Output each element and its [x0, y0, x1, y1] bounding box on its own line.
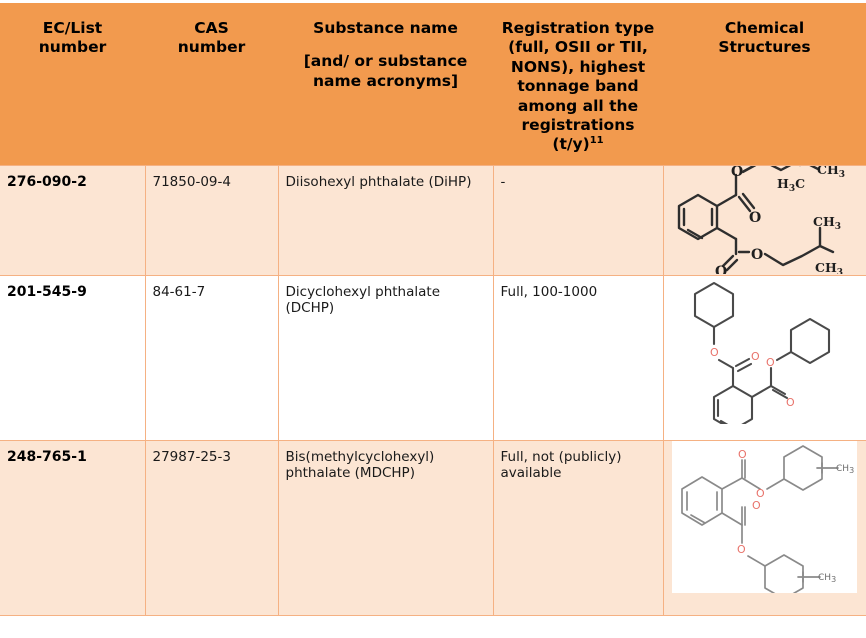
cell-chemical-structure: O O CH3 H3C — [663, 165, 866, 275]
header-footnote-marker: 11 — [590, 135, 604, 146]
cell-registration-type: Full, 100-1000 — [493, 275, 663, 440]
substance-table: EC/List number CAS number Substance name… — [0, 3, 866, 616]
svg-text:O: O — [751, 350, 760, 363]
cell-ec-number: 248-765-1 — [0, 440, 145, 615]
cell-chemical-structure: O O — [663, 275, 866, 440]
column-header-registration-type: Registration type (full, OSII or TII, NO… — [493, 3, 663, 165]
cell-registration-type: Full, not (publicly) available — [493, 440, 663, 615]
svg-text:O: O — [710, 346, 719, 359]
diisohexyl-phthalate-structure: O O CH3 H3C — [664, 166, 866, 275]
svg-text:CH3: CH3 — [815, 260, 843, 274]
header-row: EC/List number CAS number Substance name… — [0, 3, 866, 165]
svg-text:O: O — [749, 210, 761, 226]
svg-text:O: O — [738, 448, 747, 461]
table-row: 276-090-2 71850-09-4 Diisohexyl phthalat… — [0, 165, 866, 275]
svg-text:CH3: CH3 — [817, 166, 845, 180]
cell-ec-number: 276-090-2 — [0, 165, 145, 275]
svg-text:O: O — [737, 543, 746, 556]
cell-chemical-structure: O O CH3 — [663, 440, 866, 615]
column-header-chemical-structures: Chemical Structures — [663, 3, 866, 165]
cell-cas-number: 84-61-7 — [145, 275, 278, 440]
svg-text:O: O — [731, 166, 743, 180]
header-line-2: number — [178, 38, 245, 56]
column-header-ec-list-number: EC/List number — [0, 3, 145, 165]
cell-substance-name: Dicyclohexyl phthalate (DCHP) — [278, 275, 493, 440]
cell-registration-type: - — [493, 165, 663, 275]
svg-text:H3C: H3C — [777, 176, 805, 194]
column-header-cas-number: CAS number — [145, 3, 278, 165]
header-line-2: number — [39, 38, 106, 56]
column-header-substance-name: Substance name [and/ or substance name a… — [278, 3, 493, 165]
header-line-1: Chemical — [725, 19, 804, 37]
svg-text:O: O — [752, 499, 761, 512]
cell-ec-number: 201-545-9 — [0, 275, 145, 440]
table-row: 201-545-9 84-61-7 Dicyclohexyl phthalate… — [0, 275, 866, 440]
header-line-2: Structures — [718, 38, 810, 56]
cell-substance-name: Diisohexyl phthalate (DiHP) — [278, 165, 493, 275]
header-line-1: Substance name — [313, 19, 458, 37]
header-line-1: CAS — [194, 19, 229, 37]
svg-text:CH3: CH3 — [813, 214, 841, 232]
svg-text:O: O — [715, 264, 727, 274]
table-body: 276-090-2 71850-09-4 Diisohexyl phthalat… — [0, 165, 866, 615]
cell-cas-number: 71850-09-4 — [145, 165, 278, 275]
svg-text:CH3: CH3 — [836, 464, 854, 475]
bis-methylcyclohexyl-phthalate-structure: O O CH3 — [664, 441, 866, 615]
svg-text:O: O — [786, 396, 795, 409]
cell-substance-name: Bis(methylcyclohexyl) phthalate (MDCHP) — [278, 440, 493, 615]
header-line-1: EC/List — [43, 19, 102, 37]
dicyclohexyl-phthalate-structure: O O — [664, 276, 866, 440]
header-line-2: [and/ or substance name acronyms] — [284, 52, 487, 91]
header-line-1: Registration type (full, OSII or TII, NO… — [502, 19, 655, 153]
svg-text:O: O — [766, 356, 775, 369]
cell-cas-number: 27987-25-3 — [145, 440, 278, 615]
substance-table-sheet: EC/List number CAS number Substance name… — [0, 3, 866, 638]
table-header: EC/List number CAS number Substance name… — [0, 3, 866, 165]
svg-text:CH3: CH3 — [818, 573, 836, 584]
table-row: 248-765-1 27987-25-3 Bis(methylcyclohexy… — [0, 440, 866, 615]
svg-text:O: O — [751, 247, 763, 263]
